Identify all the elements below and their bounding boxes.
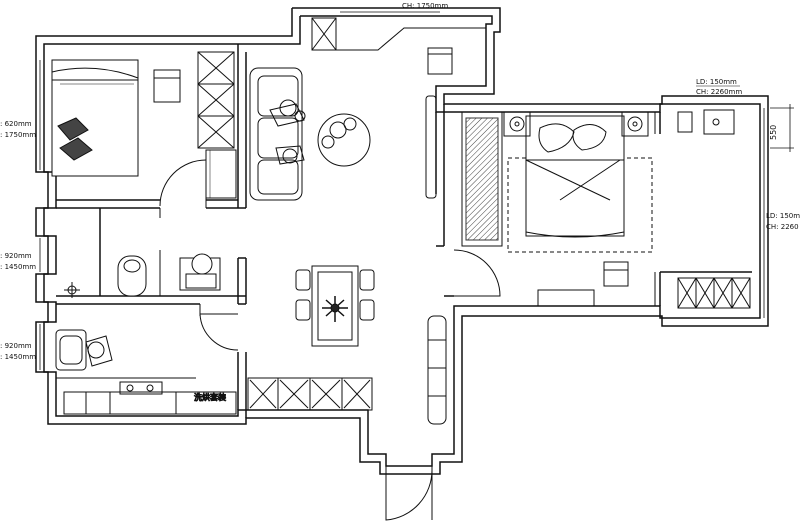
kitchen-sink	[55, 329, 87, 371]
wardrobe-right	[461, 111, 503, 247]
svg-text:550: 550	[769, 125, 778, 140]
sink-icon	[179, 253, 221, 291]
kitchen-counter	[63, 391, 237, 415]
shelf-left	[205, 149, 237, 199]
walls	[35, 7, 769, 475]
entry-door	[385, 466, 433, 521]
bedroom-left-door	[159, 159, 207, 218]
right-top-ld: LD: 150mm	[696, 78, 737, 86]
annotations: CH: 1750mm LD: 150mm CH: 2260mm LD: 150m…	[0, 2, 800, 361]
inner-wall-line	[43, 15, 761, 467]
bedroom-right	[461, 109, 751, 309]
left-3-ld: : 920mm	[0, 342, 32, 350]
kitchen-label: 洗烘套装	[194, 392, 226, 402]
armchair-top	[427, 47, 453, 75]
pillows-right-icon	[538, 123, 607, 153]
bathroom-door	[199, 304, 239, 351]
bath-cabinet	[677, 111, 693, 133]
washer-icon	[703, 109, 735, 135]
closet-bottom	[677, 277, 751, 309]
left-3-ch: : 1450mm	[0, 353, 36, 361]
left-2-ch: : 1450mm	[0, 263, 36, 271]
pillows-icon	[57, 117, 93, 161]
bedroom-right-door	[453, 249, 501, 297]
outer-wall-line	[35, 7, 769, 475]
desk-chair-right	[603, 261, 629, 287]
dimension-550: 550	[769, 104, 794, 152]
bed-right	[525, 115, 625, 237]
ceiling-top-label: CH: 1750mm	[402, 2, 448, 10]
desk-chair-left	[153, 69, 181, 103]
desk-right	[537, 289, 595, 307]
kitchen: 洗烘套装	[55, 329, 237, 415]
hall-cabinets	[247, 315, 447, 425]
left-1-ch: : 1750mm	[0, 131, 36, 139]
person-icon	[85, 335, 113, 367]
nightstand-right	[621, 111, 649, 137]
living-room	[249, 17, 486, 201]
right-top-ch: CH: 2260mm	[696, 88, 742, 96]
right-mid-ch: CH: 2260	[766, 223, 799, 231]
right-mid-ld: LD: 150m	[766, 212, 800, 220]
left-1-ld: : 620mm	[0, 120, 32, 128]
dining-area	[295, 265, 375, 347]
sofa	[249, 67, 303, 201]
shower-icon	[64, 282, 80, 298]
toilet-icon	[117, 255, 147, 297]
stove-icon	[119, 381, 163, 395]
left-2-ld: : 920mm	[0, 252, 32, 260]
coffee-table	[317, 113, 371, 167]
nightstand-left	[503, 111, 531, 137]
cabinet-top	[311, 17, 337, 51]
bathroom	[64, 250, 221, 298]
bedroom-left	[51, 51, 237, 199]
bed-left	[51, 59, 139, 177]
wardrobe-left	[197, 51, 235, 149]
people-icon	[269, 99, 306, 165]
flower-vase-icon	[322, 296, 348, 322]
tv-cabinet	[425, 95, 437, 199]
